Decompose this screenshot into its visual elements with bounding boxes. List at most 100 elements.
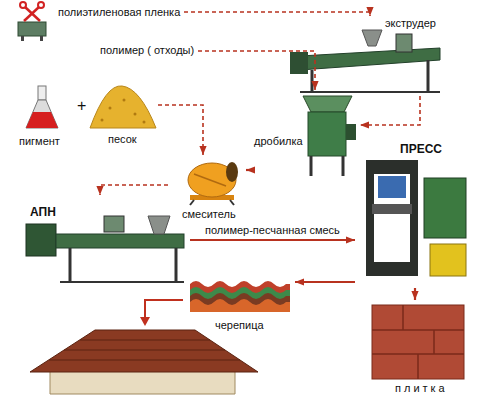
material-label: пигмент	[19, 134, 60, 148]
house-roof	[30, 300, 258, 394]
apn-machine	[26, 216, 184, 282]
extruder-machine-part	[300, 91, 440, 93]
apn-machine-part	[60, 281, 184, 283]
apn-machine-part	[56, 234, 184, 248]
material-label: полимер ( отходы)	[100, 43, 194, 57]
film-cutter-icon-part	[40, 36, 43, 41]
house-roof-part	[64, 350, 225, 351]
film-cutter-icon-part	[18, 22, 46, 36]
crusher-machine-part	[342, 156, 345, 176]
film-cutter-icon-part	[21, 36, 24, 41]
apn-node: АПН	[20, 195, 190, 287]
paving-tile	[372, 305, 464, 379]
extruder-machine-part	[362, 30, 382, 46]
house-roof-part	[145, 300, 183, 318]
edge-label: полимер-песчанная смесь	[203, 223, 342, 237]
paving-tile-part	[417, 354, 419, 379]
sand-node: песок	[88, 80, 158, 148]
paving-tile-part	[372, 305, 464, 379]
house-roof-part	[49, 360, 240, 361]
product-label: плитка	[395, 381, 448, 395]
sand-pile-part	[123, 99, 126, 102]
pigment-flask	[26, 86, 58, 128]
mixer-machine	[188, 162, 238, 205]
flow-arrow	[295, 281, 355, 283]
press-machine-part	[366, 160, 418, 174]
sand-pile	[90, 86, 156, 128]
sand-pile-part	[134, 113, 137, 116]
extruder-machine	[290, 30, 440, 92]
apn-machine-part	[148, 216, 170, 234]
extruder-machine-part	[311, 70, 314, 92]
crusher-machine-part	[310, 156, 313, 176]
crusher-machine-part	[303, 96, 352, 112]
plus-sign: +	[77, 96, 86, 115]
film-cutter-icon	[18, 2, 46, 41]
mixer-machine-part	[194, 174, 226, 186]
paving-tile-part	[402, 305, 404, 330]
material-label: песок	[108, 132, 137, 146]
paving-tile-part	[372, 329, 464, 331]
apn-machine-part	[104, 216, 124, 232]
mixer-machine-part	[190, 200, 194, 205]
machine-label: смеситель	[182, 207, 236, 221]
film-cutter-icon-part	[25, 7, 40, 21]
machine-label: дробилка	[254, 134, 303, 148]
press-machine-part	[372, 204, 412, 214]
flow-arrow	[360, 96, 420, 125]
extruder-machine-part	[396, 34, 412, 52]
film-cutter-icon-part	[20, 2, 26, 8]
sand-pile-part	[101, 119, 104, 122]
product-label: черепица	[215, 318, 264, 332]
press-machine	[366, 160, 466, 276]
flow-arrow	[246, 169, 250, 171]
film-node: полиэтиленовая пленка	[12, 2, 184, 24]
flow-arrow	[184, 12, 370, 16]
press-machine-part	[430, 244, 466, 276]
apn-machine-part	[26, 224, 56, 256]
apn-machine-part	[69, 248, 72, 282]
press-machine-part	[410, 160, 418, 276]
crusher-machine	[303, 96, 356, 176]
extruder-machine-part	[290, 52, 308, 74]
press-machine-part	[366, 262, 418, 276]
paving-tile-node: плитка	[365, 300, 470, 398]
mixer-machine-part	[226, 162, 238, 182]
house-roof-part	[140, 317, 150, 326]
film-cutter-icon-part	[24, 7, 39, 21]
crusher-machine-part	[308, 112, 346, 156]
pigment-node: пигмент	[15, 82, 75, 150]
sand-pile-part	[143, 121, 146, 124]
roof-tile-stack	[190, 281, 290, 312]
machine-label: экструдер	[385, 16, 436, 30]
mixer-machine-part	[230, 200, 234, 205]
material-label: полиэтиленовая пленка	[58, 5, 180, 19]
mixer-node: смеситель	[168, 155, 246, 225]
pigment-flask-part	[38, 86, 46, 100]
roof-tile-node: черепица	[185, 276, 295, 334]
crusher-machine-part	[346, 124, 356, 140]
press-machine-part	[424, 178, 466, 238]
machine-label: АПН	[30, 205, 56, 219]
flow-arrow	[100, 185, 168, 195]
film-cutter-icon-part	[38, 2, 44, 8]
paving-tile-part	[433, 330, 435, 354]
extruder-machine-part	[300, 48, 440, 70]
extruder-node: экструдер	[285, 16, 445, 96]
apn-machine-part	[175, 248, 178, 282]
flow-arrow	[190, 239, 355, 241]
house-roof-part	[30, 330, 258, 372]
flow-arrow	[414, 288, 416, 300]
waste-node: полимер ( отходы)	[98, 42, 198, 60]
press-node: ПРЕСС	[355, 138, 475, 288]
pigment-flask-part	[26, 100, 58, 128]
flow-arrow	[198, 51, 315, 90]
house-roof-part	[80, 340, 210, 341]
roof-tile-stack-part	[190, 299, 290, 312]
crusher-node: дробилка	[250, 90, 360, 180]
press-machine-part	[378, 176, 406, 198]
extruder-machine-part	[427, 60, 430, 92]
